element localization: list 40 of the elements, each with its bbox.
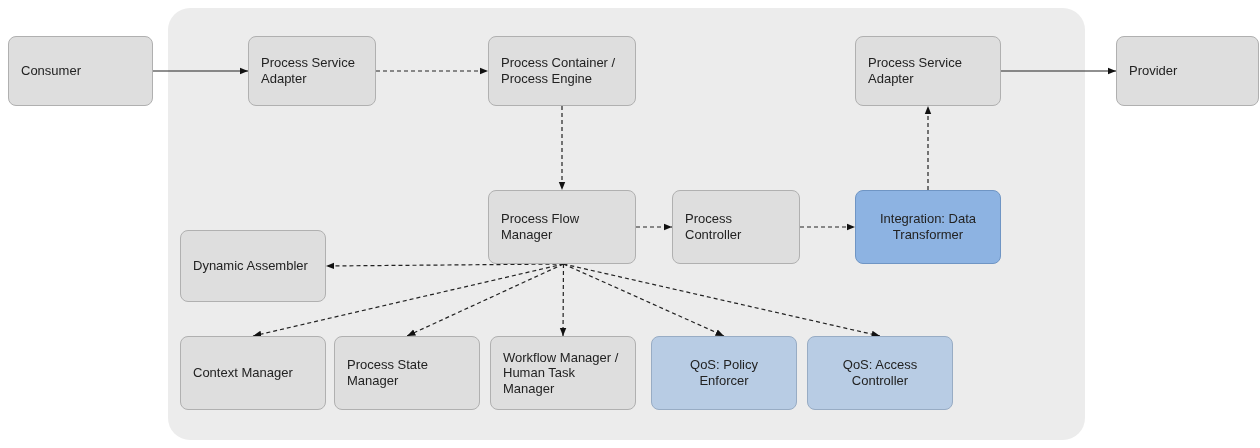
process-box bbox=[334, 336, 480, 410]
node-label: Context Manager bbox=[193, 365, 293, 381]
node-label: Dynamic Assembler bbox=[193, 258, 308, 274]
arrow bbox=[799, 223, 856, 231]
arrow bbox=[152, 67, 249, 75]
arrow bbox=[559, 263, 567, 337]
arrow bbox=[1000, 67, 1117, 75]
process-box bbox=[8, 36, 153, 106]
process-box bbox=[248, 36, 376, 106]
process-box bbox=[180, 230, 326, 302]
process-box bbox=[488, 190, 636, 264]
arrow bbox=[635, 223, 673, 231]
arrow bbox=[562, 263, 725, 337]
arrow bbox=[924, 105, 932, 191]
node-label: QoS: Access Controller bbox=[841, 357, 919, 389]
process-box bbox=[488, 36, 636, 106]
process-box bbox=[855, 190, 1001, 264]
node-label: Process Service Adapter bbox=[868, 55, 963, 87]
arrow bbox=[406, 263, 565, 337]
arrow bbox=[558, 105, 566, 191]
node-label: Workflow Manager / Human Task Manager bbox=[503, 349, 620, 397]
process-box bbox=[672, 190, 800, 264]
arrow bbox=[375, 67, 489, 75]
node-label: Process Container / Process Engine bbox=[501, 55, 617, 87]
node-label: Process State Manager bbox=[347, 357, 429, 389]
process-box bbox=[1116, 36, 1259, 106]
node-label: Process Flow Manager bbox=[501, 211, 581, 243]
process-box bbox=[651, 336, 797, 410]
node-label: Integration: Data Transformer bbox=[878, 211, 978, 243]
container-panel bbox=[168, 8, 1085, 440]
process-box bbox=[807, 336, 953, 410]
node-label: Process Controller bbox=[685, 211, 743, 243]
process-box bbox=[490, 336, 636, 410]
node-label: Process Service Adapter bbox=[261, 55, 356, 87]
process-box bbox=[180, 336, 326, 410]
node-label: Provider bbox=[1129, 63, 1178, 79]
arrow bbox=[562, 263, 881, 338]
node-label: QoS: Policy Enforcer bbox=[689, 357, 759, 389]
node-label: Consumer bbox=[21, 63, 81, 79]
process-box bbox=[855, 36, 1001, 106]
